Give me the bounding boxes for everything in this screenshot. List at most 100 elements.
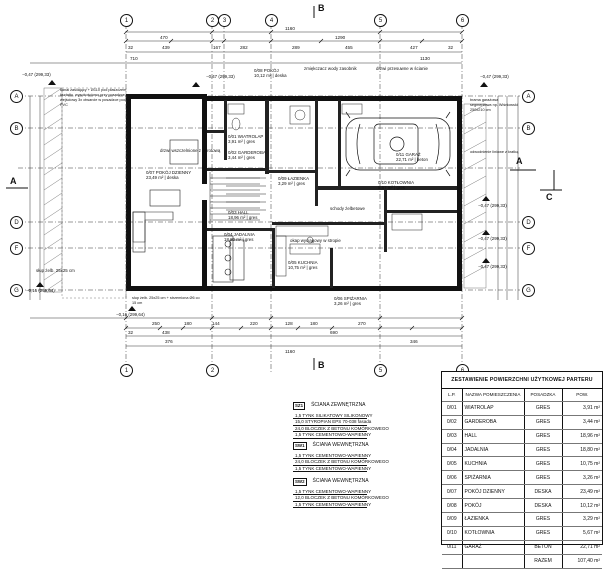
- table-cell: GRES: [524, 512, 563, 527]
- table-cell: GARDEROBA: [462, 415, 525, 430]
- table-header: NAZWA POMIESZCZENIA: [462, 388, 525, 402]
- axis-bubble-3: 3: [218, 14, 231, 27]
- level-label: −0,47 (299,33): [480, 74, 509, 79]
- table-cell: KUCHNIA: [462, 456, 525, 472]
- table-cell: 0/03: [442, 429, 463, 444]
- dim-bot-r2-1: 438: [162, 330, 170, 335]
- table-cell: SPIŻARNIA: [462, 470, 525, 486]
- table-cell: 3,91 m²: [562, 401, 602, 416]
- axis-bubble-1: 1: [120, 14, 133, 27]
- table-total-label: RAZEM: [524, 554, 563, 569]
- dimension-ticks: [123, 29, 465, 331]
- table-cell: BETON: [524, 540, 563, 555]
- table-cell: GRES: [524, 401, 563, 416]
- section-mark-top: B: [318, 3, 325, 13]
- living-room-furniture: [132, 139, 266, 283]
- dim-top-r3-0: 710: [130, 56, 138, 61]
- note-slup: słup żelb. 25x25 cm + strzemiona Ø6 co 1…: [132, 296, 200, 305]
- note-drzwi: drzwi wszczelnione z obrotową: [160, 148, 221, 153]
- dim-bot-r1-2: 144: [212, 321, 220, 326]
- section-mark-right: A: [516, 156, 523, 166]
- axis-bubble-G-right: G: [522, 284, 535, 297]
- table-cell: 22,71 m²: [562, 540, 602, 555]
- dim-top-r2-1: 439: [162, 45, 170, 50]
- garage-car: [345, 111, 451, 177]
- table-cell: DESKA: [524, 498, 563, 514]
- table-cell: GRES: [524, 526, 563, 541]
- table-cell: 18,96 m²: [562, 429, 602, 444]
- table-header: POSADZKA: [524, 388, 563, 402]
- level-label: −0,47 (299,33): [478, 264, 507, 269]
- table-cell: 0/06: [442, 470, 463, 486]
- axis-bubble-1-bottom: 1: [120, 364, 133, 377]
- dim-top-r2-5: 455: [345, 45, 353, 50]
- table-cell: HALL: [462, 429, 525, 444]
- interior-walls: [207, 100, 457, 288]
- axis-bubble-F-left: F: [10, 242, 23, 255]
- table-cell: 10,75 m²: [562, 456, 602, 472]
- exterior-walls: [126, 94, 462, 291]
- axis-bubble-G-left: G: [10, 284, 23, 297]
- table-cell: 10,12 m²: [562, 498, 602, 514]
- dim-top-r1-0: 470: [160, 35, 168, 40]
- table-cell: 3,26 m²: [562, 470, 602, 486]
- section-lines: [6, 6, 562, 370]
- axis-bubble-A-left: A: [10, 90, 23, 103]
- level-label: −0,47 (299,33): [206, 74, 235, 79]
- dim-bot-r2-2: 690: [330, 330, 338, 335]
- table-header: POW.: [562, 388, 602, 402]
- dim-bot-r2-0: 32: [128, 330, 134, 335]
- dim-top-r2-2: 167: [213, 45, 221, 50]
- level-label: −0,16 (299,64): [116, 312, 145, 317]
- note-slup2: słup żelb. 25x25 cm: [36, 268, 75, 273]
- axis-bubble-5-bottom: 5: [374, 364, 387, 377]
- dim-top-r2-7: 32: [448, 45, 454, 50]
- table-cell: GARAŻ: [462, 540, 525, 555]
- level-label: −0,47 (299,33): [478, 236, 507, 241]
- table-cell: GRES: [524, 415, 563, 430]
- stairs: [209, 172, 260, 224]
- dim-bot-r3-0: 376: [165, 339, 173, 344]
- table-header: L.P.: [442, 388, 463, 402]
- note-okap: okap wyciągowy w stropie: [290, 238, 341, 243]
- axis-bubble-F-right: F: [522, 242, 535, 255]
- note-brama: brama garażowa segmentowa np. Wiśniowski…: [470, 98, 518, 112]
- table-cell: 0/04: [442, 443, 463, 458]
- table-cell: 0/09: [442, 512, 463, 527]
- table-cell: 5,67 m²: [562, 526, 602, 541]
- axis-bubble-A-right: A: [522, 90, 535, 103]
- dim-bot-r1-3: 220: [250, 321, 258, 326]
- floor-plan-drawing: [6, 6, 562, 372]
- dim-bot-r1-6: 270: [358, 321, 366, 326]
- dim-top-r2-4: 289: [292, 45, 300, 50]
- axis-bubble-D-left: D: [10, 216, 23, 229]
- table-cell: ŁAZIENKA: [462, 512, 525, 527]
- dim-top-r2-0: 32: [128, 45, 134, 50]
- dim-top-r3-1: 1130: [420, 56, 430, 61]
- axis-bubble-5: 5: [374, 14, 387, 27]
- axis-bubble-4: 4: [265, 14, 278, 27]
- level-markers: [36, 80, 490, 311]
- area-table-grid: L.P. NAZWA POMIESZCZENIA POSADZKA POW. 0…: [442, 388, 602, 569]
- note-zmiekczacz: zmiękczacz wody zasobnik: [304, 66, 357, 71]
- dim-overall-top: 1160: [285, 26, 295, 31]
- table-cell: 0/05: [442, 456, 463, 472]
- table-cell: 18,80 m²: [562, 443, 602, 458]
- dim-bot-r1-1: 180: [184, 321, 192, 326]
